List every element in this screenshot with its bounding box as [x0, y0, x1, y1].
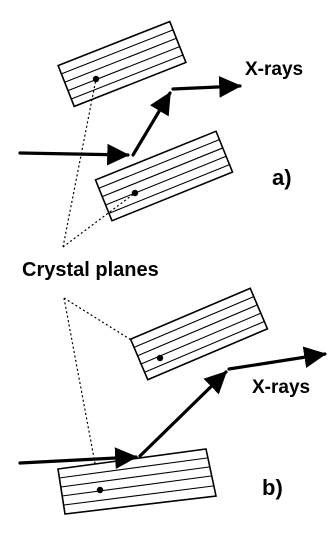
reflected-beam-b [140, 372, 226, 456]
crystal-planes-label: Crystal planes [22, 259, 159, 281]
xrays-label-a: X-rays [245, 59, 303, 80]
leader-to-a-lower [63, 193, 135, 247]
crystal-a-lower [95, 131, 232, 220]
panel-b-label: b) [262, 475, 283, 500]
panel-a-label: a) [272, 165, 292, 190]
panel-a: X-rays a) [20, 22, 303, 221]
exit-beam-a [173, 86, 240, 89]
exit-beam-b [229, 354, 325, 369]
crystal-planes-callout: Crystal planes [22, 79, 160, 490]
reflected-beam-a [133, 93, 170, 155]
plane-marker-b-lower [97, 487, 103, 493]
xrays-label-b: X-rays [252, 377, 310, 398]
crystal-a-upper [58, 22, 186, 107]
plane-marker-b-upper [157, 355, 163, 361]
incident-beam-a [20, 153, 128, 155]
panel-b: X-rays b) [20, 288, 325, 514]
